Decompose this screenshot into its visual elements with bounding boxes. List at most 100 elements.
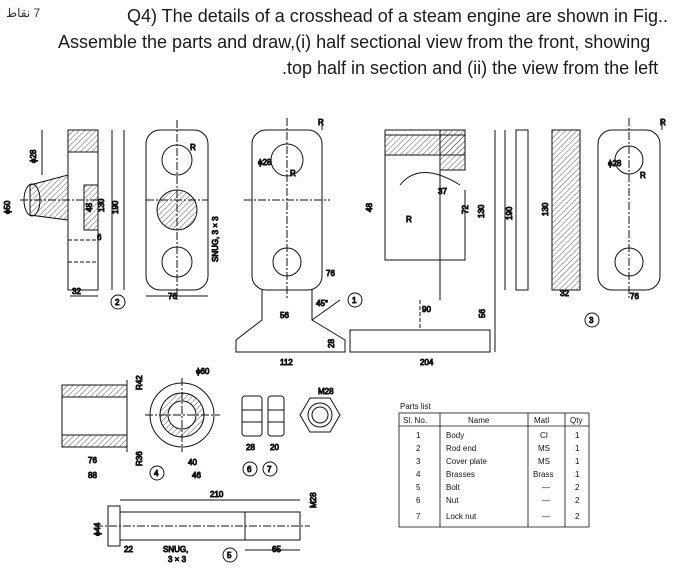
dim-R36: R36	[135, 451, 144, 466]
part-number-7: 7	[267, 465, 272, 474]
part-number-6: 6	[247, 465, 252, 474]
table-row-7-name: Lock nut	[446, 512, 477, 521]
part-6-7-nuts	[241, 395, 341, 437]
dim-22-bolt: 22	[124, 545, 133, 554]
dim-R-cover: R	[640, 171, 646, 180]
snug-label-bolt-2: 3 × 3	[168, 555, 187, 564]
dim-32-part2: 32	[72, 287, 81, 296]
table-row-2-name: Rod end	[446, 444, 476, 453]
dim-45deg-body: 45°	[316, 299, 328, 308]
dim-M28-nut: M28	[318, 387, 334, 396]
snug-label-part2: SNUG, 3 × 3	[211, 216, 220, 262]
question-line-1: Q4) The details of a crosshead of a stea…	[127, 6, 668, 26]
dim-130-body: 130	[477, 204, 486, 218]
dim-204-body: 204	[420, 358, 434, 367]
parts-list-header-matl: Matl	[534, 416, 549, 425]
table-row-5-matl: —	[542, 483, 550, 492]
dim-28-nut: 28	[246, 443, 255, 452]
dim-210-bolt: 210	[210, 490, 224, 499]
dim-65-bolt: 65	[272, 545, 281, 554]
dim-48-part2: 48	[85, 203, 94, 212]
part-number-2-circle	[110, 294, 126, 310]
parts-list-title: Parts list	[400, 402, 431, 411]
table-row-5-name: Bolt	[446, 483, 461, 492]
part-number-3: 3	[589, 316, 594, 325]
dim-M28-bolt: M28	[309, 492, 318, 508]
part-number-5: 5	[227, 551, 232, 560]
marks-label: 7 نقاط	[6, 6, 41, 20]
table-row-4-no: 4	[416, 470, 421, 479]
dim-phi50: ϕ50	[3, 200, 12, 214]
question-line-2: Assemble the parts and draw,(i) half sec…	[58, 32, 651, 52]
part-2-rod-end	[20, 120, 209, 300]
question-line-3: .top half in section and (ii) the view f…	[282, 58, 659, 78]
table-row-6-name: Nut	[446, 496, 459, 505]
dim-R-body-top: R	[318, 118, 324, 127]
dim-72-body: 72	[461, 205, 470, 214]
dim-90-body: 90	[422, 305, 431, 314]
dim-130-cover: 130	[541, 202, 550, 216]
part-number-5-circle	[222, 547, 238, 563]
part-3-cover-plate	[597, 118, 663, 300]
part-number-4-circle	[149, 465, 165, 481]
part-number-7-circle	[262, 461, 278, 477]
dim-56-body-side: 56	[478, 309, 487, 318]
dim-phi60: ϕ60	[196, 367, 210, 376]
table-row-5-no: 5	[416, 483, 421, 492]
dim-37-body: 37	[438, 187, 447, 196]
dim-88-brass: 88	[88, 471, 97, 480]
part-number-6-circle	[242, 461, 258, 477]
table-row-7-qty: 2	[575, 512, 580, 521]
dim-48-body: 48	[365, 203, 374, 212]
dim-46-brass: 46	[192, 471, 201, 480]
dim-R42: R42	[135, 375, 144, 390]
snug-label-bolt-1: SNUG,	[163, 545, 188, 554]
table-row-1-name: Body	[446, 431, 464, 440]
table-row-1-matl: CI	[540, 431, 548, 440]
dim-76-body: 76	[326, 269, 335, 278]
dim-190-part2: 190	[111, 200, 120, 214]
dim-R-cover-top: R	[660, 118, 666, 127]
dim-76-part2: 76	[168, 292, 177, 301]
part-number-1-circle	[347, 292, 363, 308]
table-row-2-qty: 1	[575, 444, 580, 453]
dim-76-brass: 76	[88, 456, 97, 465]
dim-phi28-part2: ϕ28	[29, 149, 38, 163]
dim-130-part2: 130	[97, 198, 106, 212]
table-row-3-qty: 1	[575, 457, 580, 466]
part-5-bolt	[95, 499, 310, 551]
table-row-3-name: Cover plate	[446, 457, 487, 466]
table-row-4-name: Brasses	[446, 470, 475, 479]
table-row-7-no: 7	[416, 512, 421, 521]
dim-28-body: 28	[327, 339, 336, 348]
table-row-3-matl: MS	[538, 457, 550, 466]
part-1-body	[235, 118, 581, 353]
dim-6-part2: 6	[97, 233, 102, 242]
table-row-6-no: 6	[416, 496, 421, 505]
part-number-4: 4	[154, 469, 159, 478]
part-number-1: 1	[352, 296, 357, 305]
dim-56-body: 56	[280, 311, 289, 320]
part-number-2: 2	[115, 298, 120, 307]
dim-20-locknut: 20	[270, 443, 279, 452]
table-row-1-qty: 1	[575, 431, 580, 440]
table-row-2-matl: MS	[538, 444, 550, 453]
parts-list-header-name: Name	[468, 416, 490, 425]
table-row-7-matl: —	[542, 512, 550, 521]
dim-40-brass: 40	[188, 458, 197, 467]
parts-list-rows: 1 Body CI 1 2 Rod end MS 1 3 Cover plate…	[416, 431, 580, 521]
parts-list-header-qty: Qty	[570, 416, 582, 425]
part-number-3-circle	[584, 312, 600, 328]
parts-list-header-slno: Sl. No.	[403, 416, 427, 425]
dim-phi44: ϕ44	[93, 522, 102, 536]
table-row-1-no: 1	[416, 431, 421, 440]
dim-phi28-body: ϕ28	[258, 158, 272, 167]
table-row-6-matl: —	[542, 496, 550, 505]
part-4-brasses	[61, 378, 220, 452]
table-row-4-matl: Brass	[533, 470, 553, 479]
table-row-6-qty: 2	[575, 496, 580, 505]
table-row-3-no: 3	[416, 457, 421, 466]
dim-R-part2: R	[190, 143, 196, 152]
